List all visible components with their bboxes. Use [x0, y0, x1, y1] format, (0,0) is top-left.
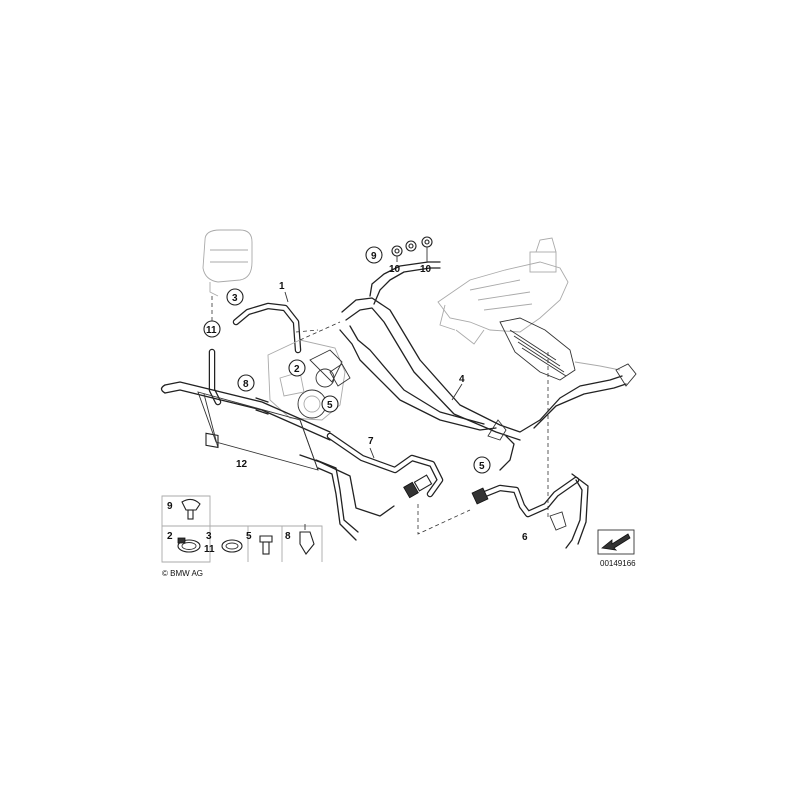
svg-text:5: 5: [327, 400, 333, 411]
svg-text:2: 2: [167, 531, 173, 542]
callout-8: 8: [237, 374, 255, 392]
callout-1: 1: [279, 281, 285, 292]
svg-text:9: 9: [371, 251, 377, 262]
hose-6: [471, 352, 589, 549]
svg-text:7: 7: [368, 436, 374, 447]
svg-text:3: 3: [232, 293, 238, 304]
callout-10a: 10: [389, 264, 401, 275]
svg-text:5: 5: [246, 531, 252, 542]
callout-12: 12: [236, 459, 248, 470]
callout-9: 9: [365, 246, 383, 264]
svg-text:11: 11: [204, 544, 215, 555]
legend-item-9: 9: [167, 498, 201, 520]
svg-text:2: 2: [294, 364, 300, 375]
suction-hose-1: [232, 291, 302, 354]
diagram-code: 00149166: [600, 559, 636, 568]
callout-2: 2: [288, 359, 306, 377]
return-hose-11: [208, 348, 222, 406]
callout-3: 3: [226, 288, 244, 306]
svg-text:10: 10: [420, 264, 432, 275]
callout-10b: 10: [420, 264, 432, 275]
svg-text:8: 8: [243, 379, 249, 390]
cooler-12: [160, 381, 395, 541]
svg-text:3: 3: [206, 531, 212, 542]
hose-7: [326, 432, 444, 499]
pressure-hose-4: [329, 261, 637, 471]
svg-text:1: 1: [279, 281, 285, 292]
svg-text:8: 8: [285, 531, 291, 542]
svg-text:9: 9: [167, 501, 173, 512]
callout-6: 6: [522, 532, 528, 543]
orientation-arrow-box: 00149166: [597, 529, 636, 568]
svg-text:6: 6: [522, 532, 528, 543]
svg-text:5: 5: [479, 461, 485, 472]
svg-text:4: 4: [459, 374, 465, 385]
callout-7: 7: [368, 436, 374, 447]
svg-text:12: 12: [236, 459, 248, 470]
copyright-notice: © BMW AG: [162, 569, 203, 578]
legend-item-2: 2: [167, 531, 201, 553]
legend-item-3: 3 11: [204, 531, 243, 555]
svg-text:10: 10: [389, 264, 401, 275]
steering-rack-illustration: [437, 237, 621, 381]
legend-item-8: 8: [285, 524, 315, 555]
callout-11: 11: [203, 320, 221, 338]
svg-text:11: 11: [206, 325, 217, 336]
callout-5b: 5: [473, 456, 491, 474]
washers-10: [391, 236, 433, 262]
callout-5a: 5: [321, 395, 339, 413]
callout-4: 4: [451, 374, 465, 401]
parts-legend: 9 2 3 11 5 8 © BMW AG: [161, 495, 323, 578]
legend-item-5: 5: [246, 531, 273, 555]
